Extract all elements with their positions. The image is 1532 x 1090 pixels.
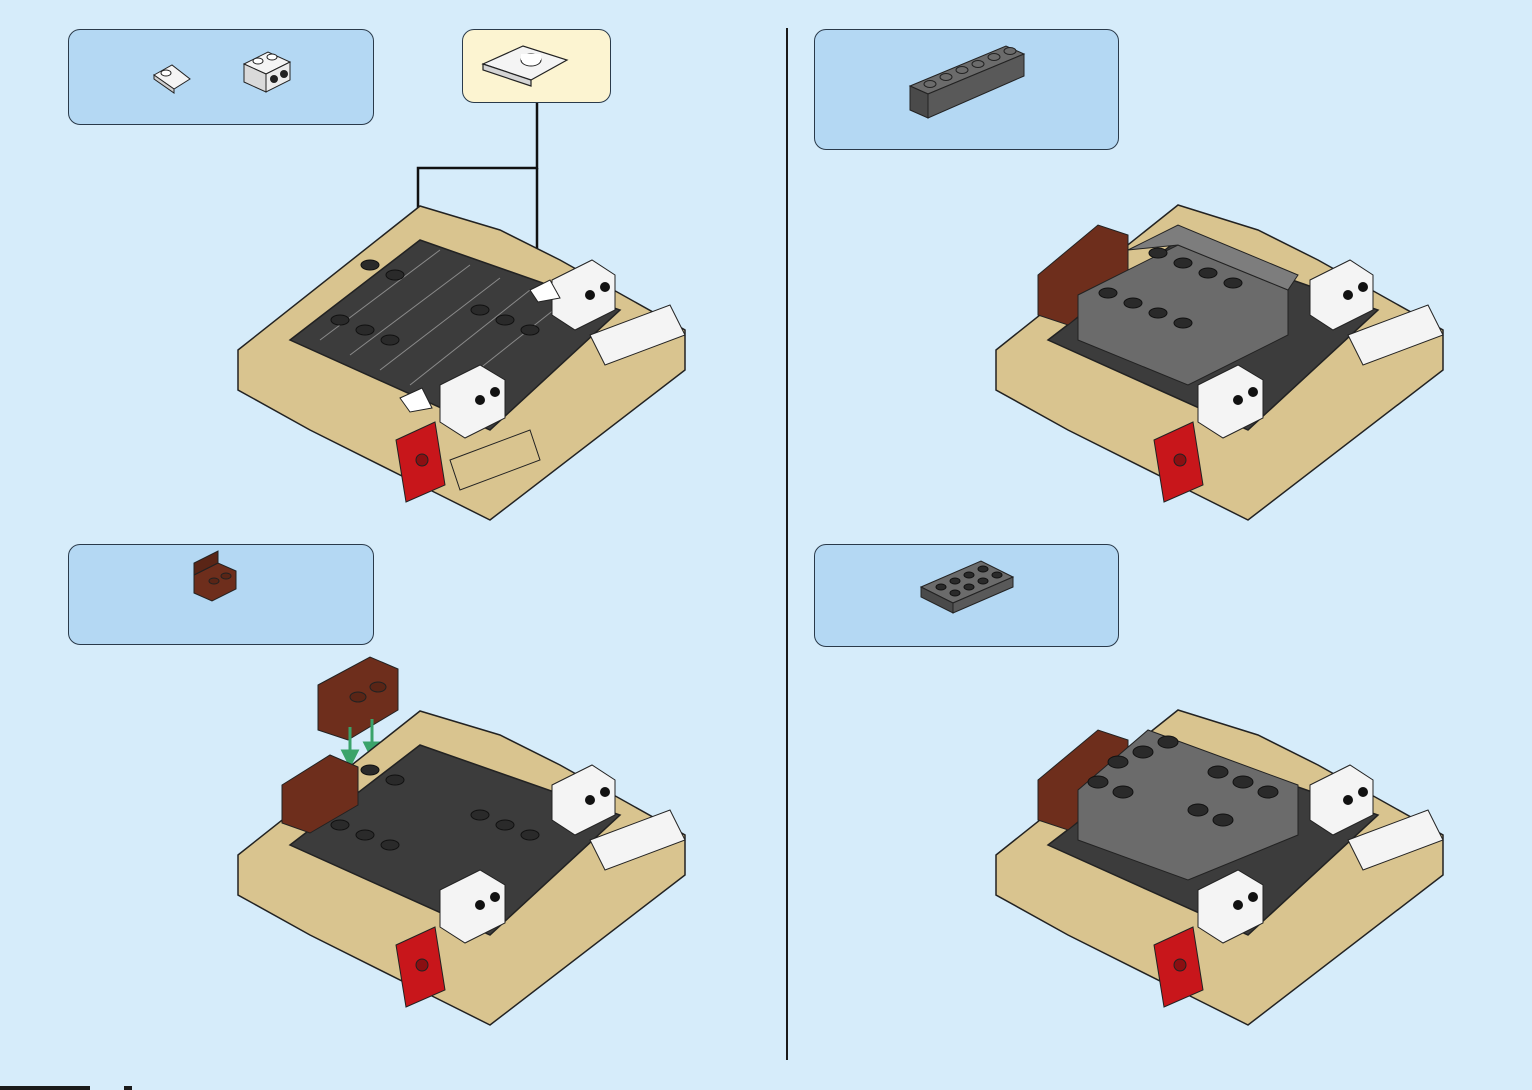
footer-bar xyxy=(0,1086,90,1090)
step-divider xyxy=(786,28,788,1060)
parts-list-4 xyxy=(815,545,1120,648)
dark-gray-plate-2x4-icon xyxy=(921,561,1013,613)
step-3-assembly xyxy=(230,655,690,1035)
footer-tick xyxy=(124,1086,132,1090)
step-1-assembly xyxy=(230,160,690,530)
step-2-assembly xyxy=(988,195,1448,530)
white-curved-slope-icon xyxy=(483,46,567,86)
parts-list-3 xyxy=(69,545,375,646)
parts-list-2 xyxy=(815,30,1120,151)
white-brick-with-pins-icon xyxy=(244,52,290,92)
parts-list-panel-step-2 xyxy=(814,29,1119,150)
white-curved-slope-icon xyxy=(154,65,190,93)
callout-panel-step-1 xyxy=(462,29,611,103)
step-4-assembly xyxy=(988,700,1448,1035)
reddish-brown-bracket-icon xyxy=(194,551,236,601)
dark-gray-brick-1x6-icon xyxy=(910,46,1024,118)
parts-list-panel-step-3 xyxy=(68,544,374,645)
callout-part xyxy=(463,30,612,104)
parts-list-panel-step-4 xyxy=(814,544,1119,647)
parts-list-1 xyxy=(69,30,375,126)
parts-list-panel-step-1 xyxy=(68,29,374,125)
